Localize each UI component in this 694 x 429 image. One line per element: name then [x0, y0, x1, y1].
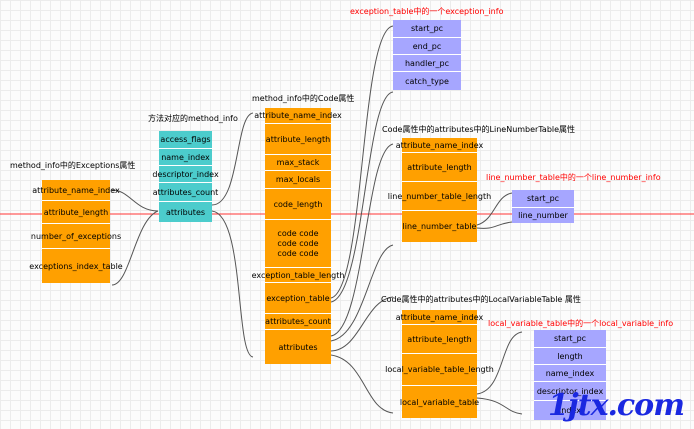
lvt-field: attribute_name_index	[396, 310, 483, 325]
lnt-field: attribute_name_index	[396, 138, 483, 153]
local-variable-info-field: name_index	[534, 365, 606, 382]
connector-lnt-bottom	[330, 244, 394, 342]
exception-info-caption: exception_table中的一个exception_info	[350, 7, 504, 16]
exception-info-field: start_pc	[393, 20, 461, 38]
lnt-field: attribute_length	[402, 153, 477, 182]
local-variable-info-caption: local_variable_table中的一个local_variable_i…	[488, 319, 674, 328]
exception-info-field: handler_pc	[393, 55, 461, 72]
line-number-info-caption: line_number_table中的一个line_number_info	[486, 173, 661, 182]
connector-code-bottom	[211, 210, 254, 358]
connector-lvt-bottom	[330, 354, 394, 414]
line-number-info-field: line_number	[518, 211, 568, 220]
line-number-info-field: start_pc	[512, 190, 574, 208]
local-variable-info-field: length	[534, 348, 606, 365]
connector-lni-bottom	[476, 221, 513, 229]
exception-info-field: catch_type	[405, 76, 449, 86]
connector-lnt-top	[330, 143, 394, 337]
connector-exinfo-top	[330, 25, 394, 299]
local-variable-info-field: start_pc	[534, 330, 606, 348]
connector-exceptions-bottom	[111, 210, 159, 286]
line-number-info-box: start_pc line_number	[512, 190, 574, 223]
connector-lvi-top	[476, 331, 523, 395]
code-attr-field: exception_table	[265, 283, 331, 314]
lnt-field: line_number_table	[402, 222, 477, 231]
code-attr-box: attribute_name_index attribute_length ma…	[252, 108, 344, 364]
local-variable-info-box: start_pc length name_index descriptor_in…	[534, 330, 606, 420]
method-info-field: name_index	[159, 149, 212, 166]
exceptions-attr-field: attribute_length	[42, 201, 110, 224]
lnt-box: attribute_name_index attribute_length li…	[388, 138, 491, 242]
lvt-field: local_variable_table_length	[385, 354, 494, 386]
method-info-field: access_flags	[159, 131, 212, 149]
code-bytes: code code code code code code	[265, 220, 331, 268]
lvt-field: attribute_length	[402, 325, 477, 354]
exceptions-attr-field: number_of_exceptions	[31, 224, 121, 249]
connector-exinfo-bottom	[330, 91, 394, 303]
exceptions-attr-caption: method_info中的Exceptions属性	[10, 161, 136, 170]
code-attr-field: attribute_length	[265, 124, 331, 155]
lvt-box: attribute_name_index attribute_length lo…	[385, 310, 494, 418]
connector-lvt-top	[330, 296, 394, 352]
method-info-field: attributes_count	[153, 183, 218, 202]
exceptions-attr-field: attribute_name_index	[32, 180, 120, 201]
code-attr-field: code_length	[265, 189, 331, 220]
lnt-field: line_number_table_length	[388, 182, 491, 211]
local-variable-info-field: descriptor_index	[534, 382, 606, 401]
connector-code-top	[211, 112, 254, 206]
code-attr-field: max_stack	[265, 155, 331, 171]
code-attr-field: max_locals	[265, 171, 331, 189]
method-info-field: attributes	[165, 207, 206, 217]
code-attr-field: exception_table_length	[252, 268, 344, 283]
method-info-field: descriptor_index	[152, 166, 219, 183]
exception-info-box: start_pc end_pc handler_pc catch_type	[393, 20, 461, 90]
code-attr-caption: method_info中的Code属性	[252, 94, 355, 103]
connector-lni-top	[476, 192, 513, 226]
exceptions-attr-field: exceptions_index_table	[29, 261, 123, 271]
watermark-logo: 1jtx.com	[548, 388, 685, 423]
lnt-attr-caption: Code属性中的attributes中的LineNumberTable属性	[382, 125, 576, 134]
code-attr-field: attributes_count	[265, 314, 331, 330]
method-info-box: access_flags name_index descriptor_index…	[152, 131, 219, 222]
lvt-field: local_variable_table	[399, 397, 480, 407]
connector-lvi-bottom	[476, 397, 523, 415]
method-info-caption: 方法对应的method_info	[148, 114, 238, 123]
exception-info-field: end_pc	[393, 38, 461, 55]
code-attr-field: attribute_name_index	[254, 108, 342, 124]
code-attr-field: attributes	[278, 342, 318, 352]
lvt-attr-caption: Code属性中的attributes中的LocalVariableTable 属…	[381, 295, 581, 304]
connector-exceptions-top	[111, 189, 159, 212]
exceptions-attr-box: attribute_name_index attribute_length nu…	[29, 180, 123, 283]
local-variable-info-field: index	[559, 406, 581, 415]
